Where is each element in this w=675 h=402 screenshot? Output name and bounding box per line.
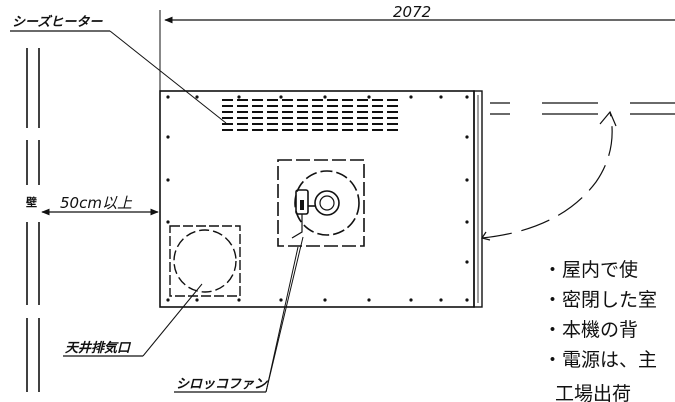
sheathed-heater-leader [109, 30, 227, 124]
dimension-width-label: 2072 [393, 3, 431, 21]
note-item-1: ・屋内で使 [543, 259, 638, 281]
wall-lines [26, 48, 40, 392]
rivets [166, 95, 469, 302]
sheathed-heater-label: シーズヒーター [12, 14, 103, 30]
note-item-4: ・電源は、主 [543, 349, 657, 371]
door-swing [481, 102, 675, 241]
wall-label: 壁 [26, 195, 37, 209]
heater-element-bars [222, 99, 400, 131]
sirocco-fan-label: シロッコファン [176, 377, 268, 392]
ceiling-exhaust-label: 天井排気口 [65, 340, 132, 356]
note-item-2: ・密閉した室 [543, 289, 657, 311]
note-item-3: ・本機の背 [543, 319, 638, 341]
sirocco-fan-assembly [277, 159, 365, 247]
notes-list: ・屋内で使 ・密閉した室 ・本機の背 ・電源は、主 工場出荷 [543, 259, 657, 402]
door-frame [473, 90, 483, 308]
clearance-label: 50cm以上 [60, 194, 133, 212]
note-item-5: 工場出荷 [555, 383, 631, 402]
ceiling-exhaust-leader [142, 283, 203, 357]
ceiling-exhaust-duct [169, 225, 241, 297]
